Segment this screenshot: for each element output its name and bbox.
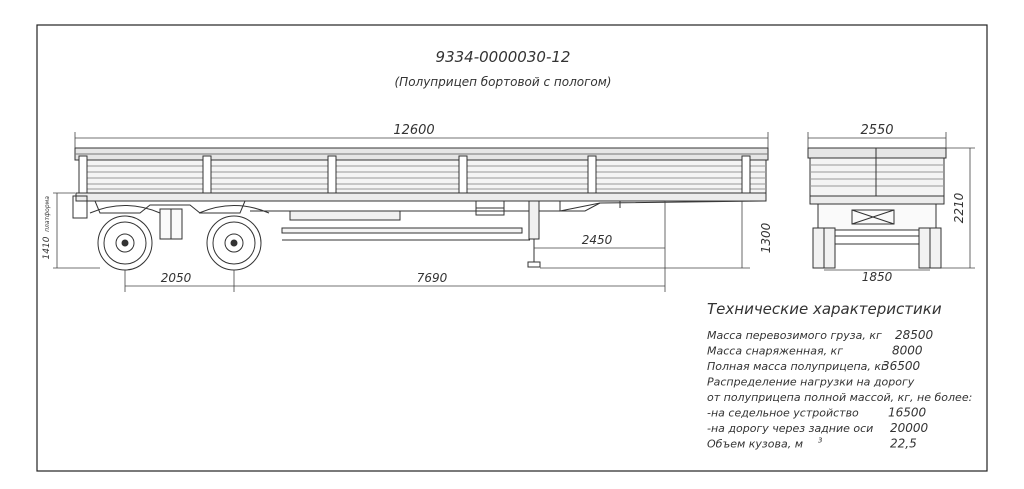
watermark: pricep.do.am (934, 473, 1018, 486)
dim-platform-note: платформа (44, 196, 51, 232)
drawing-frame (36, 24, 988, 472)
side-view (72, 147, 769, 271)
dim-height: 2210 (952, 192, 966, 223)
spec-value: 16500 (888, 406, 927, 420)
drawing-title: 9334-0000030-12 (436, 48, 571, 66)
rear-wheel-1 (97, 215, 153, 271)
spec-value: 36500 (882, 359, 921, 373)
spec-label: Распределение нагрузки на дорогу (707, 376, 915, 389)
spec-value: 22,5 (890, 437, 917, 451)
spec-label: Полная масса полуприцепа, кг (707, 360, 887, 373)
spec-value: 8000 (892, 344, 923, 358)
dim-width: 2550 (860, 123, 893, 138)
dim-wheelbase-kingpin: 7690 (417, 271, 448, 285)
spec-label: Объем кузова, м (707, 438, 803, 451)
spec-label: -на дорогу через задние оси (707, 422, 873, 435)
rear-view (807, 147, 947, 269)
spec-label: Масса перевозимого груза, кг (707, 329, 882, 342)
drawing-subtitle: (Полуприцеп бортовой с пологом) (394, 75, 611, 89)
spec-value: 20000 (890, 421, 929, 435)
side-dimension-lines (53, 132, 769, 292)
dim-platform-height: 1410 (42, 236, 52, 259)
spec-label: -на седельное устройство (707, 407, 859, 420)
rear-dimension-lines (807, 132, 975, 271)
dim-coupling-height: 1300 (759, 222, 773, 253)
specs-heading: Технические характеристики (707, 300, 942, 318)
rear-wheel-2 (206, 215, 262, 271)
spec-label: Масса снаряженная, кг (707, 345, 843, 358)
spec-unit-superscript: 3 (818, 437, 822, 445)
spec-value: 28500 (895, 328, 934, 342)
dim-front-overhang: 2450 (582, 233, 613, 247)
dim-wheelbase-first: 2050 (161, 271, 192, 285)
dim-track: 1850 (862, 270, 893, 284)
spec-label: от полуприцепа полной массой, кг, не бол… (707, 391, 972, 404)
dim-overall-length: 12600 (393, 123, 434, 138)
